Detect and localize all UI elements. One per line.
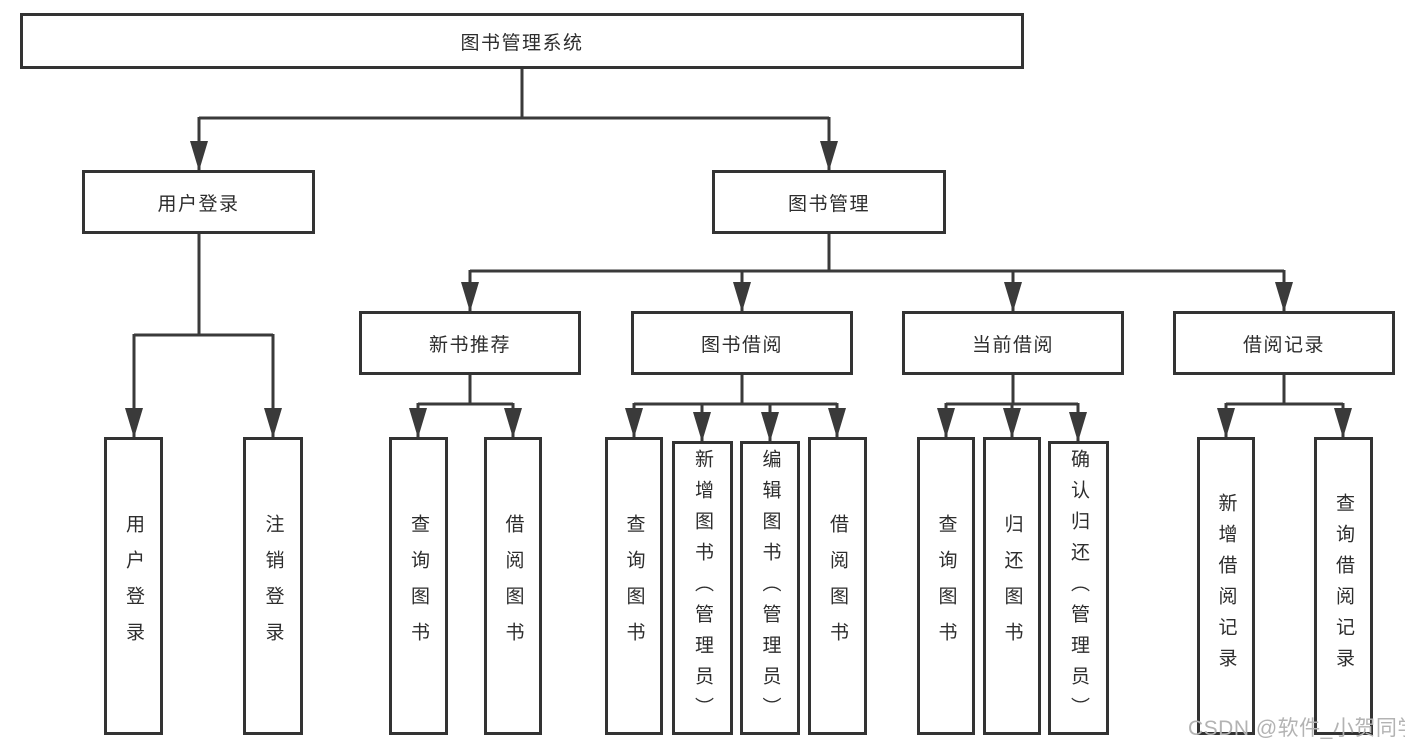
node-label: 归还图书 [1001,514,1023,658]
node-current-borrowing: 当前借阅 [902,311,1124,375]
node-add-book-admin: 新增图书（管理员） [672,441,733,735]
csdn-watermark: CSDN @软件_小贺同学 [1188,717,1405,740]
node-label: 注销登录 [262,514,284,658]
node-label: 借阅图书 [827,514,848,658]
node-label: 当前借阅 [971,334,1054,356]
node-new-book-recommend: 新书推荐 [359,311,581,375]
node-confirm-return-admin: 确认归还（管理员） [1048,441,1109,735]
node-label: 新增借阅记录 [1215,493,1237,679]
node-library-system: 图书管理系统 [20,13,1024,69]
node-logout: 注销登录 [243,437,303,735]
node-user-login-leaf: 用户登录 [104,437,163,735]
node-label: 新增图书（管理员） [692,448,713,728]
node-borrowing-records: 借阅记录 [1173,311,1395,375]
node-label: 确认归还（管理员） [1068,448,1089,728]
node-query-borrow-record: 查询借阅记录 [1314,437,1373,735]
node-user-login: 用户登录 [82,170,315,234]
node-return-books: 归还图书 [983,437,1041,735]
node-label: 用户登录 [123,514,144,658]
node-borrow-books-recommend: 借阅图书 [484,437,542,735]
node-label: 编辑图书（管理员） [759,448,781,728]
node-query-books-current: 查询图书 [917,437,975,735]
node-label: 查询图书 [935,514,957,658]
node-add-borrow-record: 新增借阅记录 [1197,437,1255,735]
node-label: 查询图书 [408,514,429,658]
node-label: 图书管理系统 [460,32,584,54]
node-label: 借阅图书 [502,514,524,658]
node-label: 用户登录 [157,193,240,215]
node-label: 查询借阅记录 [1333,493,1354,679]
node-edit-book-admin: 编辑图书（管理员） [740,441,800,735]
node-query-books-borrowing: 查询图书 [605,437,663,735]
node-query-books-recommend: 查询图书 [389,437,448,735]
node-book-borrowing: 图书借阅 [631,311,853,375]
node-label: 查询图书 [623,514,645,658]
node-label: 借阅记录 [1242,334,1325,356]
node-label: 新书推荐 [428,334,511,356]
node-label: 图书借阅 [700,334,783,356]
node-book-management: 图书管理 [712,170,946,234]
node-label: 图书管理 [787,193,870,215]
node-borrow-books-leaf: 借阅图书 [808,437,867,735]
